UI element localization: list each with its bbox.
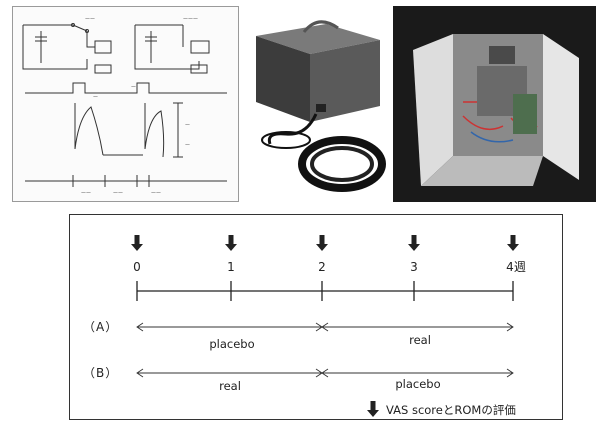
timeline-graphics — [131, 235, 519, 417]
row-a-first-segment-label: placebo — [209, 337, 255, 351]
row-label-b: （B） — [83, 366, 119, 380]
svg-text:ーー: ーー — [81, 191, 91, 197]
svg-text:ー: ー — [185, 143, 190, 149]
device-box-illustration — [256, 20, 386, 192]
tick-label-4-weeks: 4週 — [506, 260, 526, 274]
svg-text:ー: ー — [185, 123, 190, 129]
tick-label-3: 3 — [410, 260, 418, 274]
circuit-diagram-figure: ーーーーー ーー ーー ーーーーーー — [12, 6, 239, 202]
legend-label: VAS scoreとROMの評価 — [386, 403, 516, 417]
row-a-second-segment-label: real — [409, 333, 431, 347]
svg-text:ー: ー — [131, 85, 136, 91]
svg-text:ーーー: ーーー — [183, 17, 198, 23]
row-a-arrows — [136, 322, 514, 332]
evaluation-arrow-week-2 — [316, 235, 328, 251]
row-b-first-segment-label: real — [219, 379, 241, 393]
study-timeline-diagram: 0 1 2 3 4週 （A） （B） placebo real real pla… — [69, 214, 563, 420]
evaluation-arrow-week-0 — [131, 235, 143, 251]
opened-device-photo — [393, 6, 596, 202]
row-label-a: （A） — [83, 320, 119, 334]
timeline-axis — [136, 281, 514, 301]
row-b-second-segment-label: placebo — [395, 377, 441, 391]
evaluation-arrow-week-1 — [225, 235, 237, 251]
tick-label-0: 0 — [133, 260, 141, 274]
evaluation-arrow-week-3 — [408, 235, 420, 251]
svg-text:ーー: ーー — [151, 191, 161, 197]
evaluation-arrow-week-4 — [507, 235, 519, 251]
tick-label-2: 2 — [318, 260, 326, 274]
svg-text:ーー: ーー — [85, 17, 95, 23]
legend-arrow-icon — [367, 401, 379, 417]
circuit-diagram-drawing: ーーーーー ーー ーー ーーーーーー — [22, 17, 227, 197]
svg-text:ーー: ーー — [113, 191, 123, 197]
stimulator-device-photo — [246, 6, 388, 202]
svg-text:ー: ー — [93, 95, 98, 101]
tick-label-1: 1 — [227, 260, 235, 274]
opened-device-illustration — [393, 6, 596, 202]
row-b-arrows — [136, 368, 514, 378]
